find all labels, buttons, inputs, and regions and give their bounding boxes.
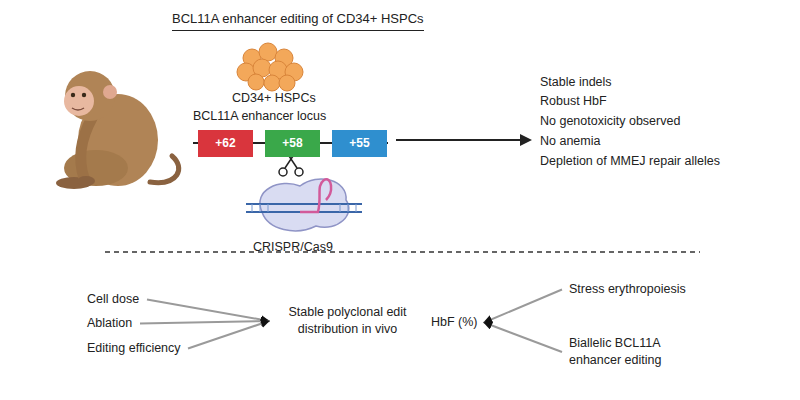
factor-node: Editing efficiency bbox=[84, 338, 184, 359]
text-label: Robust HbF bbox=[540, 93, 607, 110]
node-text: Stable polyclonal edit distribution in v… bbox=[275, 304, 420, 338]
text-label: No genotoxicity observed bbox=[540, 113, 680, 130]
factor-node: Ablation bbox=[84, 313, 136, 334]
node-text: +62 bbox=[215, 135, 235, 151]
influence-arrow bbox=[147, 300, 269, 322]
node-text: Stress erythropoiesis bbox=[569, 281, 686, 298]
factor-node: Stress erythropoiesis bbox=[566, 279, 689, 300]
node-text: Cell dose bbox=[87, 291, 140, 308]
factor-node: HbF (%) bbox=[428, 312, 481, 333]
text-label: BCL11A enhancer locus bbox=[193, 108, 326, 125]
factor-node: Biallelic BCL11A enhancer editing bbox=[566, 333, 712, 371]
factor-node: Cell dose bbox=[84, 289, 143, 310]
cas9-complex bbox=[246, 179, 362, 231]
text-label: CRISPR/Cas9 bbox=[253, 239, 333, 256]
node-text: +58 bbox=[282, 135, 302, 151]
divider-line bbox=[105, 251, 700, 253]
factor-node: Stable polyclonal edit distribution in v… bbox=[272, 302, 423, 340]
result-arrow bbox=[396, 139, 522, 141]
node-text: Ablation bbox=[87, 315, 133, 332]
node-text: HbF (%) bbox=[431, 314, 478, 331]
enhancer-box: +55 bbox=[332, 130, 387, 157]
monkey-figure bbox=[56, 71, 179, 189]
node-text: Editing efficiency bbox=[87, 340, 181, 357]
text-label: CD34+ HSPCs bbox=[232, 90, 316, 107]
cell-cluster bbox=[237, 43, 303, 91]
text-label: No anemia bbox=[540, 133, 600, 150]
enhancer-box: +62 bbox=[198, 130, 253, 157]
arrow-head bbox=[520, 134, 532, 146]
influence-arrow bbox=[484, 323, 562, 353]
node-text: Biallelic BCL11A enhancer editing bbox=[569, 335, 709, 369]
diagram-title: BCL11A enhancer editing of CD34+ HSPCs bbox=[172, 10, 424, 31]
influence-arrow bbox=[484, 290, 562, 323]
text-label: Stable indels bbox=[540, 74, 612, 91]
node-text: +55 bbox=[349, 135, 369, 151]
influence-arrow bbox=[188, 321, 269, 349]
text-label: Depletion of MMEJ repair alleles bbox=[540, 153, 720, 170]
enhancer-box: +58 bbox=[265, 130, 320, 157]
influence-arrow bbox=[140, 321, 269, 324]
